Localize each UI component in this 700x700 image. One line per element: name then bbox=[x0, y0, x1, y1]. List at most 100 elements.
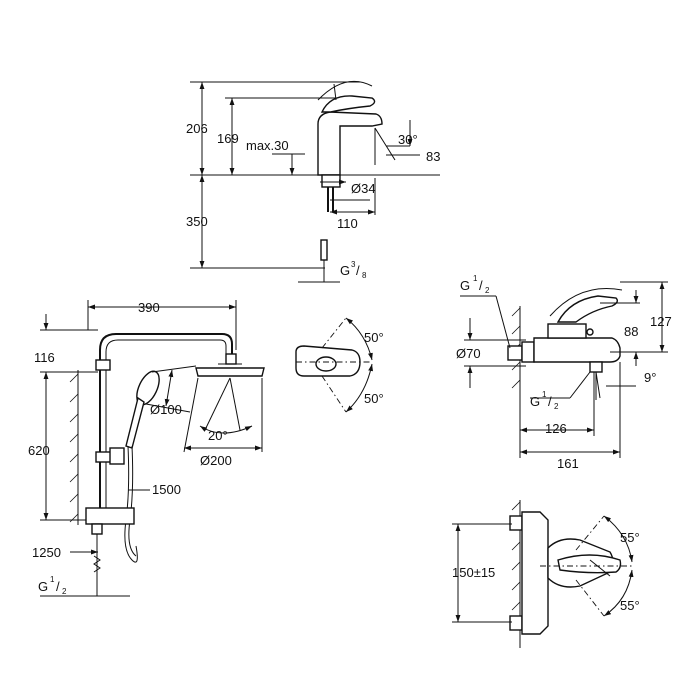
wall-hatching bbox=[69, 373, 79, 523]
label-shower-thread-den: 2 bbox=[62, 587, 67, 596]
bath-mixer-front-view bbox=[452, 500, 634, 648]
label-diam34: Ø34 bbox=[351, 181, 376, 196]
label-50deg-bottom: 50° bbox=[364, 391, 384, 406]
wall-flange bbox=[521, 341, 535, 363]
label-bath-thread2-G: G bbox=[530, 394, 540, 409]
label-83: 83 bbox=[426, 149, 440, 164]
bath-mixer-front-labels: 150±15 55° 55° bbox=[452, 530, 640, 613]
label-126: 126 bbox=[545, 421, 567, 436]
spray-angle-right bbox=[229, 377, 241, 431]
arc-55-bottom bbox=[603, 569, 634, 617]
arc-50-bottom bbox=[345, 363, 374, 413]
spout-axis-9deg bbox=[595, 371, 601, 399]
label-88: 88 bbox=[624, 324, 638, 339]
lever-top-view bbox=[295, 317, 374, 413]
bath-mixer-side-labels: G 1 / 2 127 88 Ø70 9° G 1 / 2 126 161 bbox=[456, 274, 672, 471]
label-bath-thread-G: G bbox=[460, 278, 470, 293]
label-206: 206 bbox=[186, 121, 208, 136]
label-50deg-top: 50° bbox=[364, 330, 384, 345]
svg-text:/: / bbox=[56, 579, 60, 594]
label-thread-num: 3 bbox=[351, 260, 356, 269]
hand-shower-handle bbox=[125, 396, 145, 449]
riser-pipe-outer bbox=[99, 333, 233, 520]
slide-holder-top bbox=[95, 359, 111, 371]
bath-mixer-lever bbox=[556, 295, 619, 323]
eccentric-top bbox=[509, 515, 523, 531]
label-thread-G: G bbox=[340, 263, 350, 278]
front-mixer-body bbox=[521, 511, 549, 635]
label-9deg: 9° bbox=[644, 370, 656, 385]
front-lever bbox=[557, 554, 622, 574]
shower-hose bbox=[124, 445, 138, 563]
label-bath-thread2-den: 2 bbox=[554, 402, 559, 411]
supply-pipe-thread bbox=[93, 555, 101, 573]
diverter-body bbox=[85, 507, 135, 525]
shower-arm-joint bbox=[225, 353, 237, 365]
label-620: 620 bbox=[28, 443, 50, 458]
lever-rot-bottom bbox=[321, 375, 347, 413]
ext-diam100-top bbox=[151, 365, 197, 373]
shower-system-labels: 390 116 620 Ø100 20° Ø200 1500 1250 G 1 … bbox=[28, 300, 232, 596]
label-30deg: 30° bbox=[398, 132, 418, 147]
front-rot-bottom bbox=[575, 579, 605, 617]
bath-mixer-side-view bbox=[460, 281, 668, 458]
lever-rot-top bbox=[321, 317, 347, 349]
label-390: 390 bbox=[138, 300, 160, 315]
label-bath-thread-den: 2 bbox=[485, 286, 490, 295]
label-thread-den: 8 bbox=[362, 271, 367, 280]
basin-mixer-view bbox=[190, 80, 440, 283]
bath-spout-outlet bbox=[589, 361, 603, 373]
label-1250: 1250 bbox=[32, 545, 61, 560]
label-shower-thread-G: G bbox=[38, 579, 48, 594]
svg-text:/: / bbox=[479, 278, 483, 293]
riser-pipe-inner bbox=[105, 339, 227, 520]
label-1500: 1500 bbox=[152, 482, 181, 497]
mounting-nut bbox=[321, 174, 341, 188]
svg-text:/: / bbox=[548, 394, 552, 409]
label-150: 150±15 bbox=[452, 565, 495, 580]
bath-thread-pointer bbox=[495, 295, 511, 349]
label-110: 110 bbox=[337, 216, 358, 231]
arc-50-top bbox=[345, 317, 373, 361]
bath-lever-arc bbox=[549, 287, 623, 317]
label-diam70: Ø70 bbox=[456, 346, 481, 361]
arc-55-top bbox=[603, 515, 634, 563]
label-169: 169 bbox=[217, 131, 239, 146]
basin-faucet-body bbox=[317, 111, 383, 176]
label-diam200: Ø200 bbox=[200, 453, 232, 468]
label-161: 161 bbox=[557, 456, 579, 471]
eccentric-connector bbox=[507, 345, 523, 361]
svg-text:/: / bbox=[356, 263, 360, 278]
label-bath-thread-num: 1 bbox=[473, 274, 478, 283]
overhead-shower-head bbox=[195, 367, 265, 377]
label-127: 127 bbox=[650, 314, 672, 329]
shower-system-view bbox=[40, 300, 265, 597]
eccentric-bottom bbox=[509, 615, 523, 631]
angle-arc-20 bbox=[199, 425, 253, 434]
front-rot-top bbox=[575, 515, 605, 551]
diverter-outlet bbox=[91, 523, 103, 535]
head-ext-left bbox=[183, 377, 199, 453]
hose-connector bbox=[320, 239, 328, 261]
basin-faucet-lever bbox=[320, 95, 376, 113]
dim-line-diam100 bbox=[164, 369, 174, 407]
label-diam100: Ø100 bbox=[150, 402, 182, 417]
label-116: 116 bbox=[34, 350, 55, 365]
cartridge-cap bbox=[547, 323, 587, 339]
label-bath-thread2-num: 1 bbox=[542, 390, 547, 399]
bath-mixer-body bbox=[533, 337, 621, 363]
label-55deg-bottom: 55° bbox=[620, 598, 640, 613]
lever-swing-arc bbox=[317, 80, 373, 101]
bath-thread2-pointer bbox=[569, 371, 591, 399]
label-20deg: 20° bbox=[208, 428, 228, 443]
basin-mixer-labels: 206 169 max.30 30° 83 Ø34 350 110 G 3 / … bbox=[186, 121, 440, 280]
slider-grip bbox=[109, 447, 125, 465]
label-max30: max.30 bbox=[246, 138, 289, 153]
spray-angle-left bbox=[204, 377, 231, 431]
ext-diam100-bottom bbox=[145, 403, 191, 413]
label-350: 350 bbox=[186, 214, 208, 229]
lever-top-view-labels: 50° 50° bbox=[364, 330, 384, 406]
lever-swing-mark bbox=[333, 83, 337, 101]
